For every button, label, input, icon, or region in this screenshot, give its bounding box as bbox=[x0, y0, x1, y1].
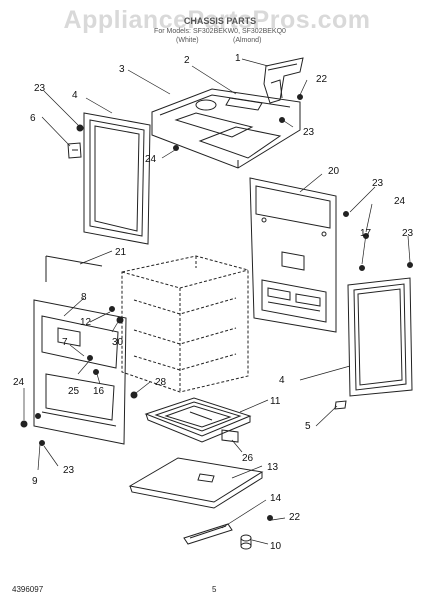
callout-23b: 23 bbox=[303, 127, 315, 138]
callout-23a: 23 bbox=[34, 83, 46, 94]
model-list: For Models: SF302BEKW0, SF302BEKQ0 bbox=[154, 28, 286, 35]
part-front-frame bbox=[33, 299, 127, 445]
callout-21: 21 bbox=[115, 247, 127, 258]
callout-4b: 4 bbox=[279, 375, 285, 386]
callout-13: 13 bbox=[267, 462, 279, 473]
callout-24a: 24 bbox=[145, 154, 157, 165]
callout-30: 30 bbox=[112, 337, 124, 348]
diagram-title: CHASSIS PARTS bbox=[183, 16, 257, 26]
page-number: 5 bbox=[212, 585, 217, 594]
part-clip bbox=[334, 400, 347, 410]
callout-1: 1 bbox=[235, 53, 241, 64]
leader-lines bbox=[23, 58, 411, 545]
variant-white: (White) bbox=[176, 37, 199, 44]
callout-23e: 23 bbox=[63, 465, 75, 476]
callout-14: 14 bbox=[270, 493, 282, 504]
part-hinge-pin bbox=[221, 429, 239, 443]
callout-16: 16 bbox=[93, 386, 105, 397]
callout-20: 20 bbox=[328, 166, 340, 177]
part-oven-cavity bbox=[121, 255, 249, 393]
callout-28: 28 bbox=[155, 377, 167, 388]
callout-11: 11 bbox=[270, 396, 281, 407]
callout-17: 17 bbox=[360, 228, 372, 239]
callout-8: 8 bbox=[81, 292, 87, 303]
callout-22a: 22 bbox=[316, 74, 328, 85]
callout-23c: 23 bbox=[372, 178, 384, 189]
callout-24b: 24 bbox=[394, 196, 406, 207]
watermark: AppliancePartsPros.com bbox=[63, 6, 371, 34]
callout-12: 12 bbox=[80, 317, 92, 328]
part-cooktop-tray bbox=[151, 88, 301, 169]
part-leveling-leg bbox=[240, 534, 252, 550]
callout-26: 26 bbox=[242, 453, 254, 464]
callout-labels: 1 2 3 22 23 4 6 23 24 20 23 24 17 23 21 … bbox=[13, 53, 414, 552]
part-rear-panel bbox=[249, 177, 337, 333]
part-right-side-panel bbox=[347, 277, 413, 397]
part-broiler-pan bbox=[144, 397, 252, 443]
callout-2: 2 bbox=[184, 55, 190, 66]
document-number: 4396097 bbox=[12, 585, 44, 594]
callout-5: 5 bbox=[305, 421, 311, 432]
callout-10: 10 bbox=[270, 541, 282, 552]
part-drawer-panel bbox=[128, 457, 264, 509]
part-hinge-clip bbox=[67, 142, 82, 159]
callout-6: 6 bbox=[30, 113, 36, 124]
callout-3: 3 bbox=[119, 64, 125, 75]
callout-4a: 4 bbox=[72, 90, 78, 101]
part-cover-bracket bbox=[263, 57, 304, 104]
part-gasket bbox=[45, 255, 103, 282]
part-drawer-rail bbox=[183, 523, 233, 545]
callout-24c: 24 bbox=[13, 377, 25, 388]
part-left-side-panel bbox=[83, 112, 151, 245]
callout-7: 7 bbox=[62, 337, 68, 348]
callout-25: 25 bbox=[68, 386, 80, 397]
callout-9: 9 bbox=[32, 476, 38, 487]
variant-almond: (Almond) bbox=[233, 37, 262, 44]
callout-22b: 22 bbox=[289, 512, 301, 523]
screws bbox=[20, 94, 413, 521]
callout-23d: 23 bbox=[402, 228, 414, 239]
